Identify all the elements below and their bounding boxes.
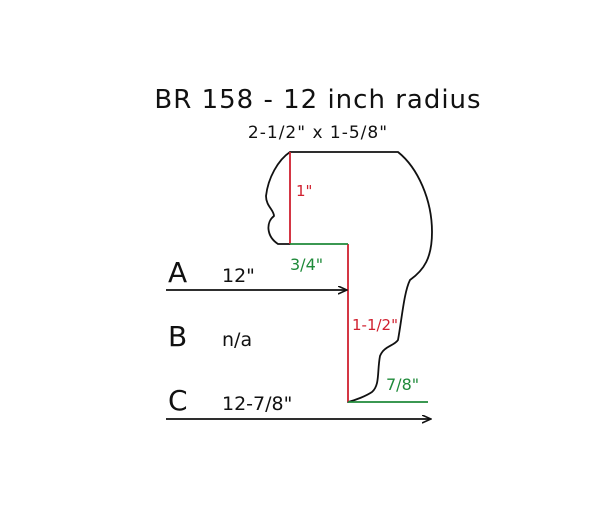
label-top-vertical: 1" xyxy=(296,182,312,200)
row-a-value: 12" xyxy=(222,265,255,287)
row-c-letter: C xyxy=(168,384,188,417)
row-b-letter: B xyxy=(168,320,187,353)
row-a-letter: A xyxy=(168,256,187,289)
diagram-subtitle: 2-1/2" x 1-5/8" xyxy=(248,123,388,143)
row-c-value: 12-7/8" xyxy=(222,393,292,415)
label-main-vertical: 1-1/2" xyxy=(352,316,398,334)
label-step-horizontal: 3/4" xyxy=(290,255,323,274)
label-bottom-horizontal: 7/8" xyxy=(386,375,419,394)
molding-outline xyxy=(265,151,433,403)
row-b-value: n/a xyxy=(222,329,252,351)
diagram-title: BR 158 - 12 inch radius xyxy=(154,85,481,115)
